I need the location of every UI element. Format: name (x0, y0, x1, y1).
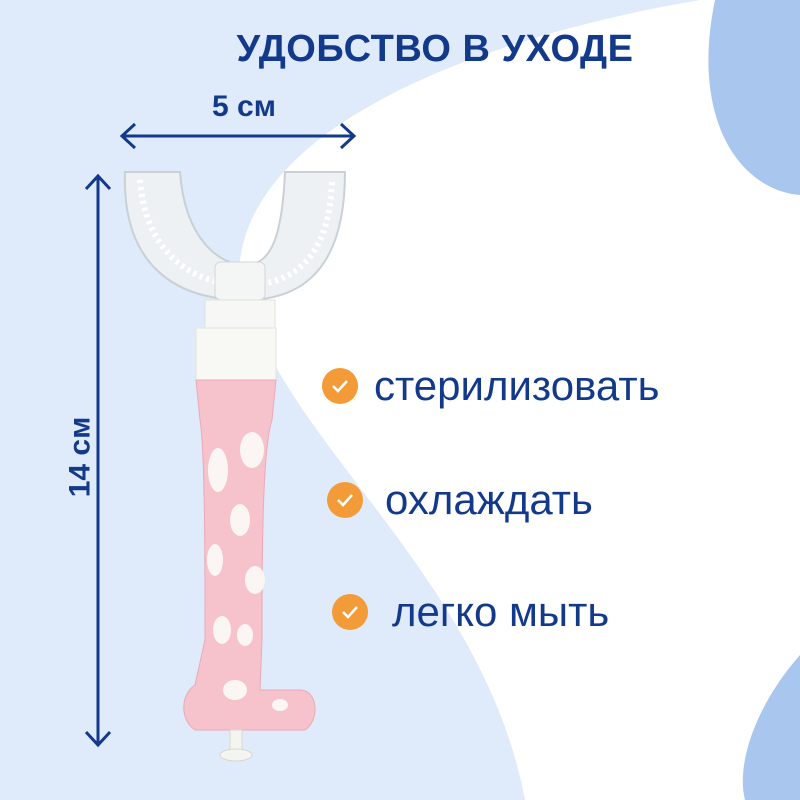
feature-label: легко мыть (392, 588, 610, 635)
check-circle-icon (322, 368, 358, 404)
check-circle-icon (332, 594, 368, 630)
height-label: 14 см (63, 416, 97, 498)
width-arrow (119, 122, 357, 150)
feature-item: стерилизовать (322, 362, 659, 410)
handle-top (195, 327, 277, 381)
blob-bottom-right (742, 655, 800, 800)
feature-item: охлаждать (327, 476, 593, 524)
feature-label: охлаждать (385, 476, 593, 523)
check-circle-icon (327, 482, 363, 518)
brush-head (123, 171, 347, 302)
feature-item: легко мыть (332, 588, 609, 636)
height-arrow (84, 173, 112, 748)
page-title: УДОБСТВО В УХОДЕ (236, 28, 634, 70)
blob-top-right (708, 0, 800, 195)
feature-label: стерилизовать (374, 362, 660, 409)
width-label: 5 см (212, 90, 276, 123)
